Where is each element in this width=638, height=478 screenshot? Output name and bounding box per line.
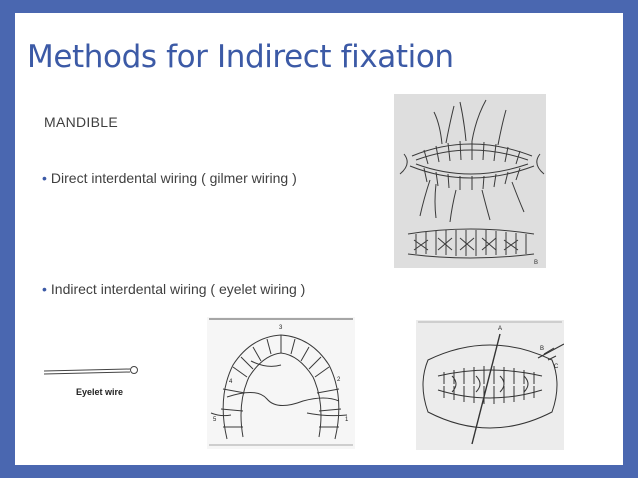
occlusion-label-c: C [554, 364, 559, 370]
dental-arch-drawing: 3 4 2 5 1 [207, 317, 355, 449]
occlusion-wiring-figure: A B C [416, 320, 564, 450]
bullet-indirect-wiring: •Indirect interdental wiring ( eyelet wi… [42, 281, 305, 297]
bullet-dot: • [42, 281, 47, 297]
slide: Methods for Indirect fixation MANDIBLE •… [15, 13, 623, 465]
gilmer-figure-label: B [534, 260, 538, 266]
gilmer-wiring-drawing: B [394, 94, 546, 268]
bullet-dot: • [42, 170, 47, 186]
arch-label-1: 1 [345, 417, 349, 423]
subtitle-mandible: MANDIBLE [44, 114, 118, 130]
occlusion-label-a: A [498, 326, 502, 332]
bullet-direct-wiring: •Direct interdental wiring ( gilmer wiri… [42, 170, 297, 186]
occlusion-label-b: B [540, 346, 544, 352]
arch-label-3: 3 [279, 325, 283, 331]
eyelet-wire-caption: Eyelet wire [76, 387, 123, 397]
dental-arch-figure: 3 4 2 5 1 [207, 317, 355, 449]
gilmer-wiring-figure: B [394, 94, 546, 268]
eyelet-wire-figure: Eyelet wire [42, 361, 142, 401]
bullet-text: Indirect interdental wiring ( eyelet wir… [50, 281, 306, 297]
arch-label-4: 4 [229, 379, 233, 385]
bullet-text: Direct interdental wiring ( gilmer wirin… [50, 170, 297, 186]
slide-title: Methods for Indirect fixation [27, 39, 454, 75]
arch-label-5: 5 [213, 417, 217, 423]
arch-label-2: 2 [337, 377, 341, 383]
eyelet-wire-drawing: Eyelet wire [42, 361, 142, 401]
occlusion-wiring-drawing: A B C [416, 320, 564, 450]
